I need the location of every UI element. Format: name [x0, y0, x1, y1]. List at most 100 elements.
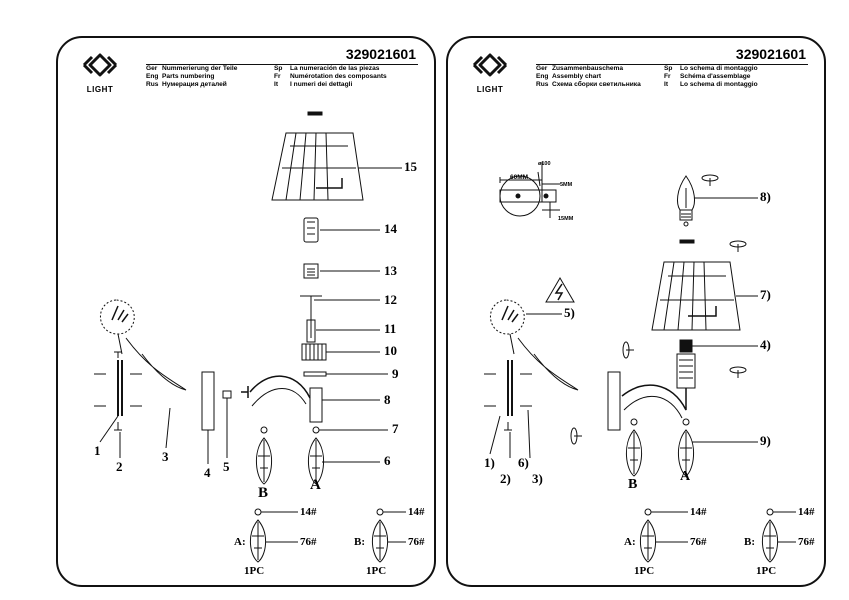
pendant-a-quantity: 1PC	[244, 565, 265, 577]
arm-cup-part	[309, 387, 323, 423]
wall-plate-part	[201, 371, 215, 431]
dimension-width: 60MM	[510, 174, 529, 181]
leader-s3	[527, 409, 531, 459]
pendant-a-prefix: A:	[624, 536, 636, 548]
pendant-a-top-code: 14#	[690, 506, 707, 518]
part-label-5: 5	[223, 459, 230, 474]
pendant-a-bottom-code: 76#	[300, 536, 317, 548]
washer-part	[303, 371, 327, 377]
step-label-3: 3)	[532, 471, 543, 486]
leader-s1	[489, 415, 501, 455]
mounting-bracket-part	[507, 360, 513, 416]
brand-name: LIGHT	[86, 85, 114, 94]
step-label-4: 4)	[760, 337, 771, 352]
document-number: 329021601	[735, 46, 806, 62]
crystal-pendant-b	[626, 429, 642, 477]
arm-label-b: B	[628, 477, 638, 492]
brand-logo-icon	[82, 53, 118, 77]
pendant-set-b-crystal	[762, 519, 778, 563]
wall-plate-part	[607, 371, 621, 431]
pendant-b-top-code: 14#	[408, 506, 425, 518]
dimension-large: 15MM	[558, 216, 574, 222]
pendant-a-bottom-code: 76#	[690, 536, 707, 548]
pendant-b-quantity: 1PC	[366, 565, 387, 577]
step-label-7: 7)	[760, 287, 771, 302]
part-label-11: 11	[384, 321, 397, 336]
step-label-2: 2)	[500, 471, 511, 486]
leader-1	[99, 415, 119, 443]
part-label-10: 10	[384, 343, 397, 358]
assembly-drawing	[484, 162, 796, 563]
crystal-pendant-b	[256, 437, 272, 485]
dimension-small: 5MM	[560, 182, 573, 188]
step-label-8: 8)	[760, 189, 771, 204]
document-number: 329021601	[345, 46, 416, 62]
pendant-b-prefix: B:	[744, 536, 755, 548]
pendant-b-bottom-code: 76#	[408, 536, 425, 548]
candle-bulb-part	[677, 175, 695, 227]
pendant-a-quantity: 1PC	[634, 565, 655, 577]
curved-arm-part	[621, 384, 687, 411]
wiring-detail-circle	[100, 299, 135, 335]
brand-logo: LIGHT	[80, 52, 120, 94]
power-cord-part	[117, 333, 187, 391]
wiring-detail-circle	[490, 299, 525, 335]
part-label-13: 13	[384, 263, 397, 278]
pendant-b-bottom-code: 76#	[798, 536, 815, 548]
brand-logo: LIGHT	[470, 52, 510, 94]
header-rule	[536, 64, 808, 65]
rotate-arrow-icon	[701, 174, 719, 186]
shade-ring-part	[303, 263, 319, 279]
pendant-b-prefix: B:	[354, 536, 365, 548]
arm-label-a: A	[310, 477, 321, 493]
lampshade-part	[651, 239, 741, 331]
pendant-set-a-crystal	[250, 519, 266, 563]
bulb-holder-part	[303, 217, 319, 243]
pendant-b-quantity: 1PC	[756, 565, 777, 577]
part-label-14: 14	[384, 221, 397, 236]
crystal-pendant-a	[308, 437, 324, 485]
leader-3	[165, 407, 171, 449]
part-label-3: 3	[162, 449, 169, 464]
part-label-1: 1	[94, 443, 101, 458]
parts-exploded-drawing	[94, 111, 406, 563]
part-label-8: 8	[384, 392, 391, 407]
rotate-arrow-icon	[570, 427, 582, 445]
step-label-6: 6)	[518, 455, 529, 470]
socket-part	[676, 339, 696, 389]
part-label-15: 15	[404, 159, 417, 174]
socket-rod-part	[300, 295, 322, 343]
pendant-set-a-crystal	[640, 519, 656, 563]
curved-arm-part	[241, 375, 311, 399]
crystal-pendant-a	[678, 429, 694, 477]
power-cord-part	[509, 333, 579, 391]
rotate-arrow-icon	[729, 366, 747, 378]
step-label-5: 5)	[564, 305, 575, 320]
lampshade-part	[271, 111, 364, 201]
part-label-9: 9	[392, 366, 399, 381]
pendant-a-prefix: A:	[234, 536, 246, 548]
brand-logo-icon	[472, 53, 508, 77]
nut-part	[222, 390, 232, 399]
header-rule	[146, 64, 418, 65]
arm-label-b: B	[258, 485, 269, 501]
sleeve-part	[301, 343, 327, 361]
electric-warning-icon	[545, 277, 575, 303]
crystal-hook-a	[312, 426, 320, 434]
rotate-arrow-icon	[729, 240, 747, 252]
pendant-set-b-crystal	[372, 519, 388, 563]
pendant-b-top-code: 14#	[798, 506, 815, 518]
